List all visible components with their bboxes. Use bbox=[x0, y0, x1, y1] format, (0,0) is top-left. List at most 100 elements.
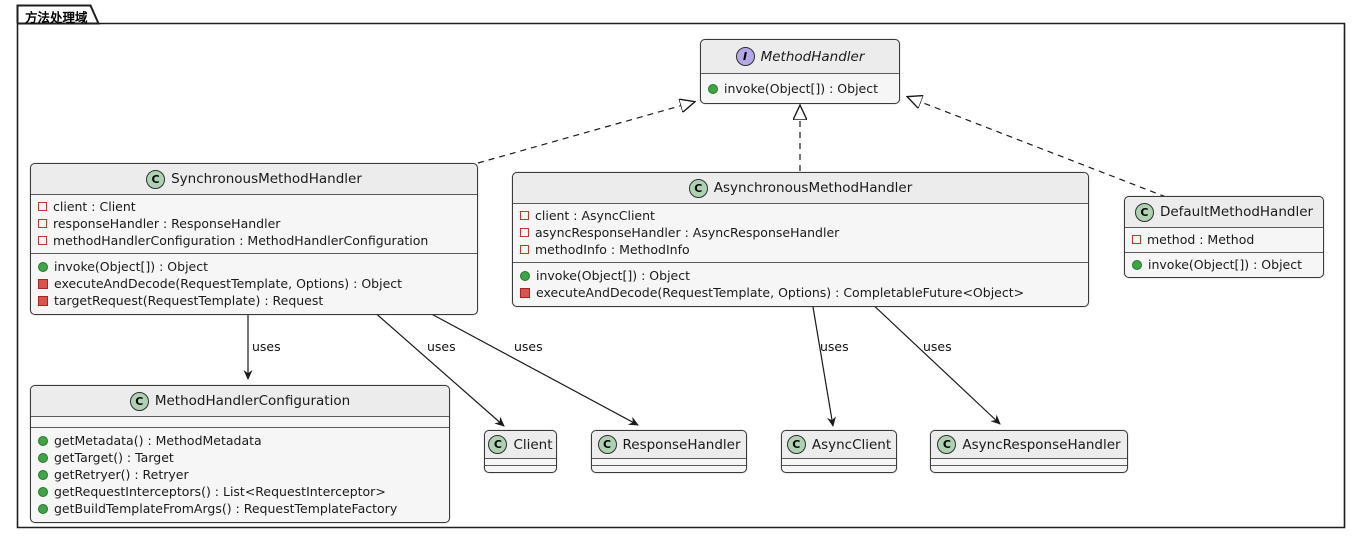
empty-methods-compartment bbox=[592, 465, 746, 472]
realization-arrow-sync bbox=[477, 102, 694, 164]
public-method-icon bbox=[38, 469, 48, 480]
uses-arrow-client bbox=[371, 309, 505, 427]
method-row: targetRequest(RequestTemplate) : Request bbox=[38, 292, 471, 309]
field-text: methodInfo : MethodInfo bbox=[535, 242, 690, 257]
class-icon: C bbox=[786, 435, 806, 454]
class-icon: C bbox=[688, 178, 708, 198]
private-field-icon bbox=[38, 236, 47, 245]
method-row: invoke(Object[]) : Object bbox=[38, 258, 471, 275]
method-text: getTarget() : Target bbox=[54, 450, 174, 465]
field-text: methodHandlerConfiguration : MethodHandl… bbox=[53, 233, 429, 248]
class-icon: C bbox=[937, 435, 957, 454]
method-text: executeAndDecode(RequestTemplate, Option… bbox=[54, 276, 403, 291]
frame-border bbox=[16, 22, 1346, 529]
method-row: invoke(Object[]) : Object bbox=[708, 80, 893, 97]
class-title: AsynchronousMethodHandler bbox=[713, 180, 913, 196]
uses-arrow-asyncresponsehandler bbox=[868, 300, 1001, 425]
public-method-icon bbox=[520, 270, 530, 281]
method-row: getRequestInterceptors() : List<RequestI… bbox=[38, 483, 443, 500]
method-row: executeAndDecode(RequestTemplate, Option… bbox=[38, 275, 471, 292]
private-field-icon bbox=[38, 202, 47, 211]
public-method-icon bbox=[38, 435, 48, 446]
private-field-icon bbox=[520, 245, 529, 254]
uses-label: uses bbox=[820, 339, 849, 354]
method-text: executeAndDecode(RequestTemplate, Option… bbox=[536, 285, 1025, 300]
class-icon: C bbox=[1134, 202, 1154, 222]
method-text: getRequestInterceptors() : List<RequestI… bbox=[54, 484, 386, 499]
class-box-synchronousmethodhandler: C SynchronousMethodHandler client : Clie… bbox=[30, 163, 478, 315]
method-row: getBuildTemplateFromArgs() : RequestTemp… bbox=[38, 500, 443, 517]
class-icon: C bbox=[488, 435, 508, 454]
empty-methods-compartment bbox=[931, 465, 1127, 472]
field-row: methodInfo : MethodInfo bbox=[520, 241, 1082, 258]
method-text: invoke(Object[]) : Object bbox=[1148, 257, 1303, 272]
field-row: client : AsyncClient bbox=[520, 207, 1082, 224]
class-title: MethodHandler bbox=[760, 48, 865, 65]
realization-arrow-default bbox=[908, 97, 1167, 198]
private-field-icon bbox=[520, 228, 529, 237]
private-method-icon bbox=[38, 295, 48, 306]
class-box-responsehandler: C ResponseHandler bbox=[591, 430, 747, 473]
class-box-methodhandlerconfiguration: C MethodHandlerConfiguration getMetadata… bbox=[30, 385, 450, 523]
class-title: AsyncClient bbox=[811, 436, 892, 453]
method-text: invoke(Object[]) : Object bbox=[54, 259, 209, 274]
class-box-asynchronousmethodhandler: C AsynchronousMethodHandler client : Asy… bbox=[512, 172, 1089, 307]
private-field-icon bbox=[38, 219, 47, 228]
class-box-methodhandler: I MethodHandler invoke(Object[]) : Objec… bbox=[700, 39, 900, 104]
method-text: getRetryer() : Retryer bbox=[54, 467, 189, 482]
public-method-icon bbox=[708, 83, 718, 94]
method-row: invoke(Object[]) : Object bbox=[520, 267, 1082, 284]
field-text: method : Method bbox=[1147, 232, 1255, 247]
public-method-icon bbox=[38, 452, 48, 463]
private-method-icon bbox=[520, 287, 530, 298]
class-title: Client bbox=[513, 436, 553, 453]
field-row: asyncResponseHandler : AsyncResponseHand… bbox=[520, 224, 1082, 241]
class-title: MethodHandlerConfiguration bbox=[154, 393, 351, 409]
method-text: getBuildTemplateFromArgs() : RequestTemp… bbox=[54, 501, 398, 516]
field-text: asyncResponseHandler : AsyncResponseHand… bbox=[535, 225, 840, 240]
class-title: SynchronousMethodHandler bbox=[171, 171, 362, 187]
uses-label: uses bbox=[923, 339, 952, 354]
private-field-icon bbox=[520, 211, 529, 220]
class-title: DefaultMethodHandler bbox=[1159, 204, 1314, 220]
method-row: getTarget() : Target bbox=[38, 449, 443, 466]
uses-label: uses bbox=[252, 339, 281, 354]
class-box-asyncresponsehandler: C AsyncResponseHandler bbox=[930, 430, 1128, 473]
frame-title: 方法处理域 bbox=[25, 10, 88, 25]
uses-arrow-asyncclient bbox=[811, 300, 836, 427]
method-text: getMetadata() : MethodMetadata bbox=[54, 433, 262, 448]
public-method-icon bbox=[38, 486, 48, 497]
empty-fields-compartment bbox=[31, 417, 449, 427]
method-row: executeAndDecode(RequestTemplate, Option… bbox=[520, 284, 1082, 301]
empty-methods-compartment bbox=[485, 465, 556, 472]
field-row: responseHandler : ResponseHandler bbox=[38, 215, 471, 232]
public-method-icon bbox=[1132, 259, 1142, 270]
field-row: methodHandlerConfiguration : MethodHandl… bbox=[38, 232, 471, 249]
uses-label: uses bbox=[427, 339, 456, 354]
uses-label: uses bbox=[514, 339, 543, 354]
class-icon: C bbox=[129, 391, 149, 411]
class-icon: C bbox=[597, 435, 617, 454]
public-method-icon bbox=[38, 261, 48, 272]
field-row: client : Client bbox=[38, 198, 471, 215]
public-method-icon bbox=[38, 503, 48, 514]
method-text: invoke(Object[]) : Object bbox=[536, 268, 691, 283]
interface-icon: I bbox=[735, 47, 755, 66]
method-text: invoke(Object[]) : Object bbox=[724, 81, 879, 96]
class-title: AsyncResponseHandler bbox=[962, 436, 1121, 453]
class-box-asyncclient: C AsyncClient bbox=[781, 430, 897, 473]
frame-tab bbox=[16, 4, 101, 25]
private-field-icon bbox=[1132, 235, 1141, 244]
empty-methods-compartment bbox=[782, 465, 896, 472]
method-row: invoke(Object[]) : Object bbox=[1132, 256, 1317, 273]
method-row: getRetryer() : Retryer bbox=[38, 466, 443, 483]
field-row: method : Method bbox=[1132, 231, 1317, 248]
method-text: targetRequest(RequestTemplate) : Request bbox=[54, 293, 324, 308]
private-method-icon bbox=[38, 278, 48, 289]
field-text: responseHandler : ResponseHandler bbox=[53, 216, 281, 231]
class-title: ResponseHandler bbox=[622, 436, 741, 453]
field-text: client : Client bbox=[53, 199, 136, 214]
class-box-client: C Client bbox=[484, 430, 557, 473]
